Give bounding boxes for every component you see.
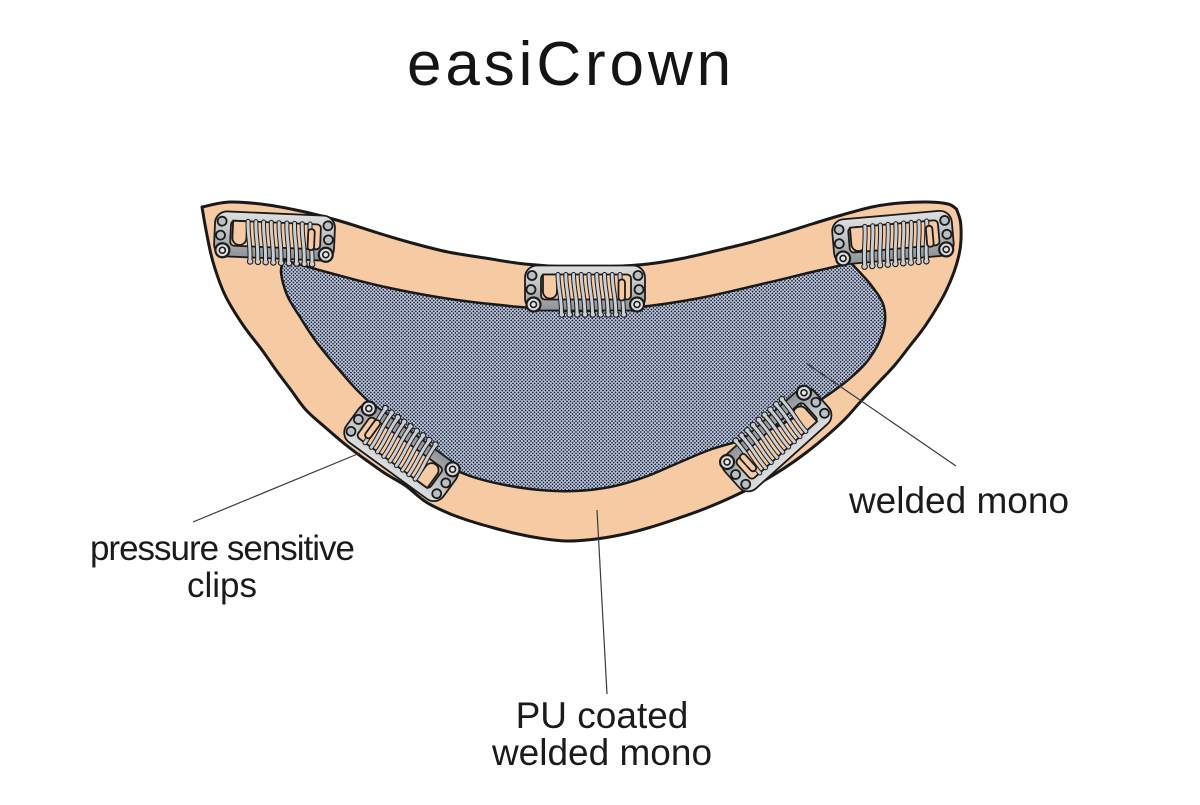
svg-text:pressure sensitive: pressure sensitive	[90, 529, 354, 568]
svg-text:easiCrown: easiCrown	[407, 30, 735, 99]
svg-text:welded mono: welded mono	[848, 480, 1069, 521]
svg-text:clips: clips	[187, 566, 257, 605]
svg-text:welded mono: welded mono	[491, 732, 712, 773]
svg-text:PU coated: PU coated	[516, 695, 689, 736]
